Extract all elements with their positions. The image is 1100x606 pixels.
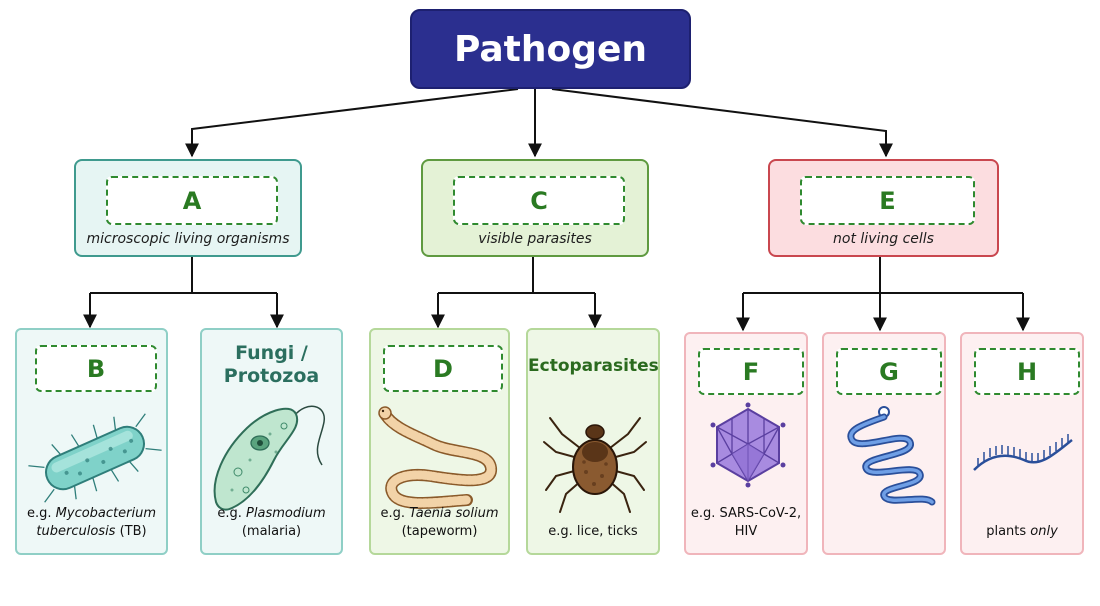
title-line-2: Protozoa — [223, 364, 320, 387]
connector-e-to-leaves — [743, 257, 1023, 294]
connector-a-to-leaves — [90, 257, 277, 294]
connector-root-to-e — [551, 88, 893, 158]
answer-slot-b: B — [35, 345, 157, 392]
leaf-title: Fungi / Protozoa — [202, 342, 341, 388]
title-line-1: Fungi / — [235, 342, 308, 364]
connector-root-to-a — [185, 88, 519, 158]
leaf-node-h: H plants only — [960, 332, 1084, 555]
example-genus: Mycobacterium — [55, 505, 156, 521]
example-caption: plants only — [962, 523, 1082, 541]
example-caption: e.g. Plasmodium (malaria) — [202, 505, 341, 541]
example-caption: e.g. lice, ticks — [528, 523, 658, 541]
tick-icon — [543, 417, 647, 513]
protozoan-icon — [213, 405, 325, 511]
virus-icon — [710, 402, 786, 488]
answer-slot-f: F — [698, 348, 804, 395]
example-prefix: e.g. — [217, 505, 247, 521]
category-node-c: C visible parasites — [421, 159, 649, 257]
leaf-node-d: D e.g. Taenia solium (tapeworm) — [369, 328, 510, 555]
leaf-node-g: G — [822, 332, 946, 555]
example-emphasis: only — [1030, 523, 1058, 539]
answer-slot-h: H — [974, 348, 1080, 395]
answer-slot-g: G — [836, 348, 942, 395]
leaf-node-fungi-protozoa: Fungi / Protozoa e.g. Plasmodium (malari… — [200, 328, 343, 555]
answer-slot-c: C — [453, 176, 625, 225]
answer-slot-a: A — [106, 176, 278, 225]
leaf-title: Ectoparasites — [528, 356, 659, 376]
category-description: not living cells — [833, 231, 934, 247]
connector-c-to-leaves — [438, 257, 595, 294]
example-caption: e.g. SARS-CoV-2, HIV — [686, 505, 806, 541]
example-note: (malaria) — [241, 523, 302, 539]
example-text: e.g. lice, ticks — [548, 523, 638, 539]
example-caption: e.g. Taenia solium (tapeworm) — [371, 505, 508, 541]
example-caption: e.g. Mycobacterium tuberculosis (TB) — [17, 505, 166, 541]
answer-slot-d: D — [383, 345, 503, 392]
example-line-2: HIV — [734, 523, 758, 539]
tapeworm-icon — [378, 406, 497, 509]
example-prefix: e.g. — [380, 505, 410, 521]
category-node-e: E not living cells — [768, 159, 999, 257]
leaf-node-ectoparasites: Ectoparasites e.g. lice, ticks — [526, 328, 660, 555]
example-note: (tapeworm) — [401, 523, 478, 539]
protein-icon — [847, 406, 936, 506]
category-description: visible parasites — [478, 231, 592, 247]
leaf-node-b: B e.g. Mycobacterium tuberculosis (TB) — [15, 328, 168, 555]
example-name: Taenia solium — [409, 505, 499, 521]
example-line-1: e.g. SARS-CoV-2, — [690, 505, 802, 521]
example-species: tuberculosis — [36, 523, 116, 539]
example-prefix: e.g. — [27, 505, 56, 521]
example-prefix: plants — [986, 523, 1031, 539]
category-node-a: A microscopic living organisms — [74, 159, 302, 257]
answer-slot-e: E — [800, 176, 975, 225]
example-suffix: (TB) — [115, 523, 147, 539]
pathogen-root-node: Pathogen — [410, 9, 691, 89]
category-description: microscopic living organisms — [86, 231, 290, 247]
leaf-node-f: F e.g. SARS-CoV-2, HIV — [684, 332, 808, 555]
root-label: Pathogen — [453, 28, 648, 70]
example-name: Plasmodium — [246, 505, 326, 521]
bacterium-icon — [28, 413, 162, 503]
rna-strand-icon — [973, 434, 1073, 471]
